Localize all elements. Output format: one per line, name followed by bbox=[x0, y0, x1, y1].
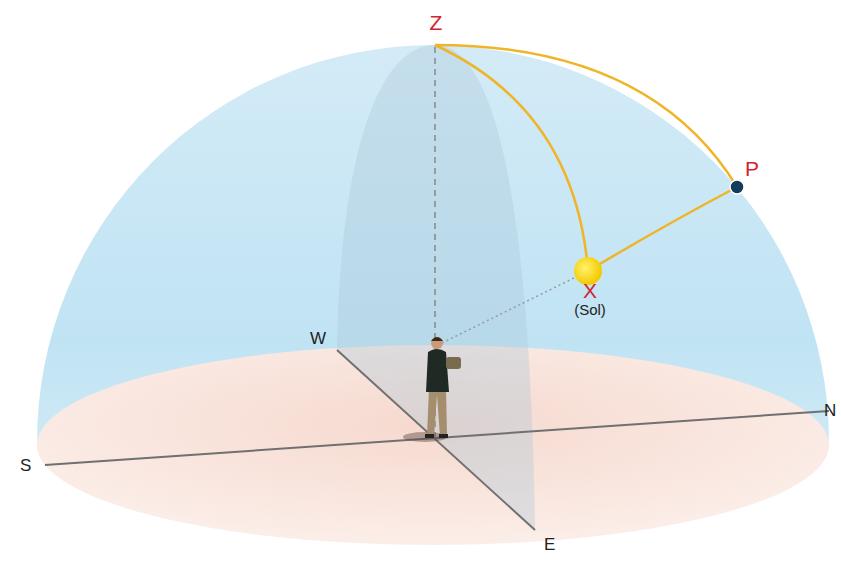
north-label: N bbox=[824, 402, 836, 419]
sun-caption: (Sol) bbox=[574, 302, 606, 317]
zenith-label: Z bbox=[430, 12, 443, 33]
west-east-line bbox=[337, 350, 535, 530]
horizon-plane bbox=[37, 345, 829, 545]
meridian-band bbox=[337, 45, 535, 530]
south-label: S bbox=[20, 457, 31, 474]
west-label: W bbox=[310, 330, 326, 347]
sun-label: X bbox=[583, 280, 597, 301]
observer bbox=[403, 337, 461, 442]
pole-dot bbox=[730, 180, 744, 194]
arc-z-p bbox=[435, 45, 737, 187]
east-label: E bbox=[544, 536, 555, 553]
arc-z-x bbox=[435, 45, 588, 271]
north-south-line bbox=[45, 411, 829, 465]
sight-line bbox=[442, 276, 578, 343]
arc-x-p bbox=[588, 187, 737, 271]
pole-label: P bbox=[745, 158, 759, 179]
